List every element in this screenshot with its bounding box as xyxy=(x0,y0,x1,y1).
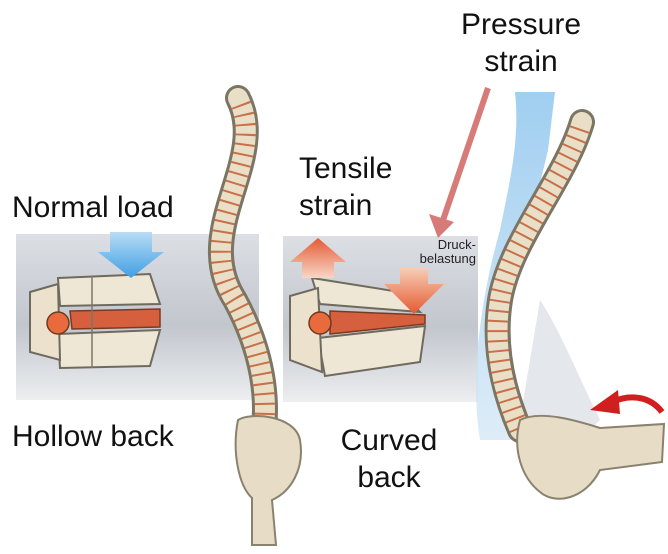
pressure-strain-label: Pressure strain xyxy=(446,6,596,80)
curved-back-label: Curved back xyxy=(319,422,459,496)
pointer-arrow-icon xyxy=(429,88,488,238)
tensile-strain-label: Tensile strain xyxy=(299,150,419,224)
hollow-back-label: Hollow back xyxy=(12,418,212,455)
rotation-arrow-icon xyxy=(590,390,662,414)
druck-belastung-label: Druck- belastung xyxy=(380,238,476,266)
normal-load-label: Normal load xyxy=(12,189,212,226)
